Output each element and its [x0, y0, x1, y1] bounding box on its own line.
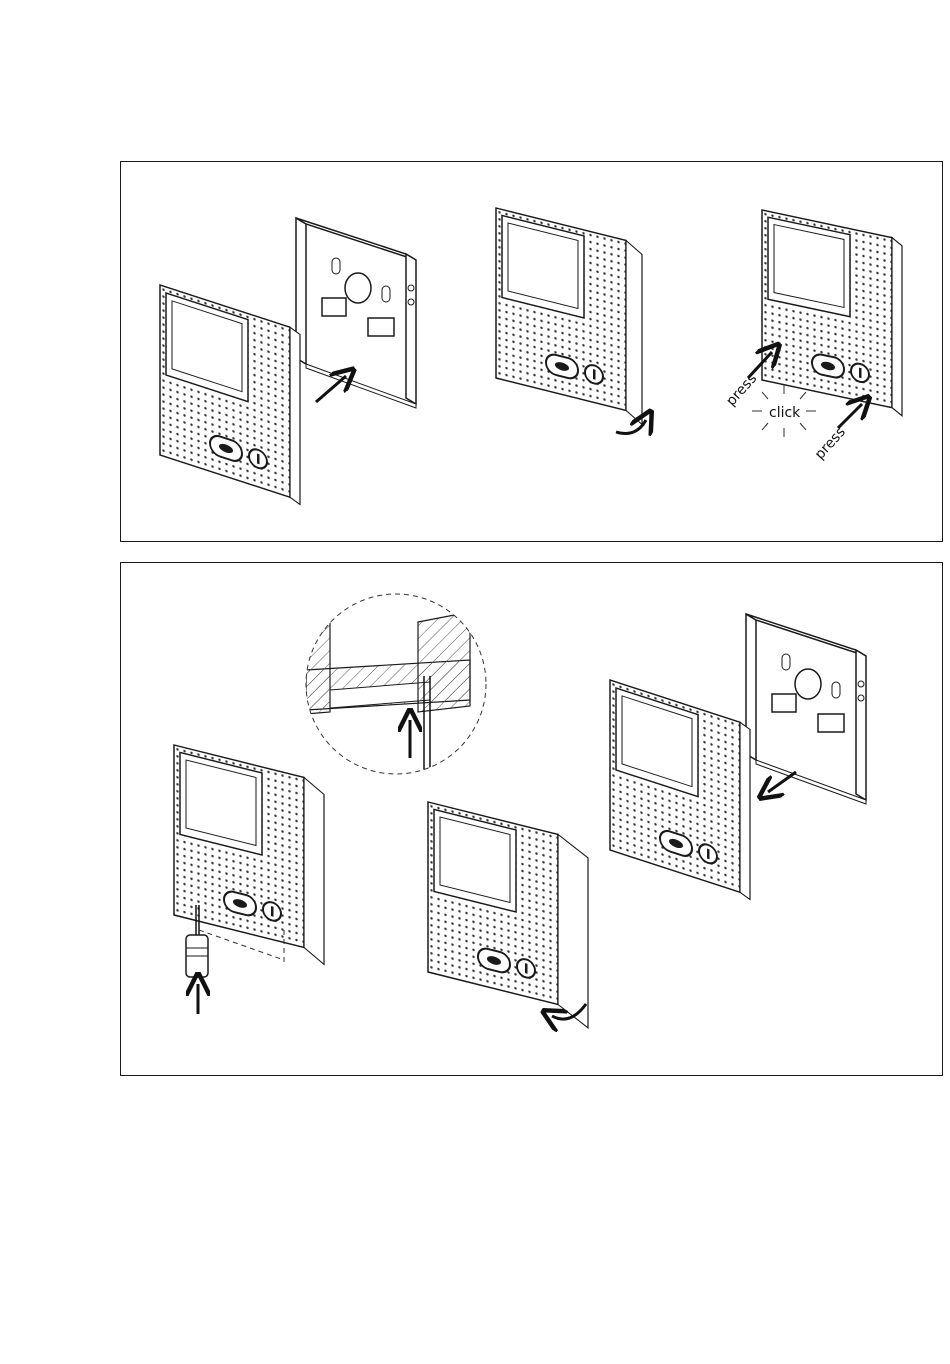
detail-magnifier — [306, 594, 486, 780]
stepB-device — [428, 802, 588, 1028]
step3-device — [762, 210, 902, 416]
stepC-arrow — [768, 772, 796, 792]
press-label-left: press — [723, 371, 760, 410]
step1-arrow — [316, 376, 346, 402]
step1-device — [160, 285, 300, 504]
click-label: click — [769, 405, 801, 421]
press-arrow-right — [838, 404, 862, 428]
stepC-wallbox — [746, 614, 866, 804]
stepC-device — [610, 680, 750, 899]
step1-wallbox — [296, 218, 416, 408]
step2-device — [496, 208, 642, 424]
press-label-right: press — [812, 424, 849, 463]
